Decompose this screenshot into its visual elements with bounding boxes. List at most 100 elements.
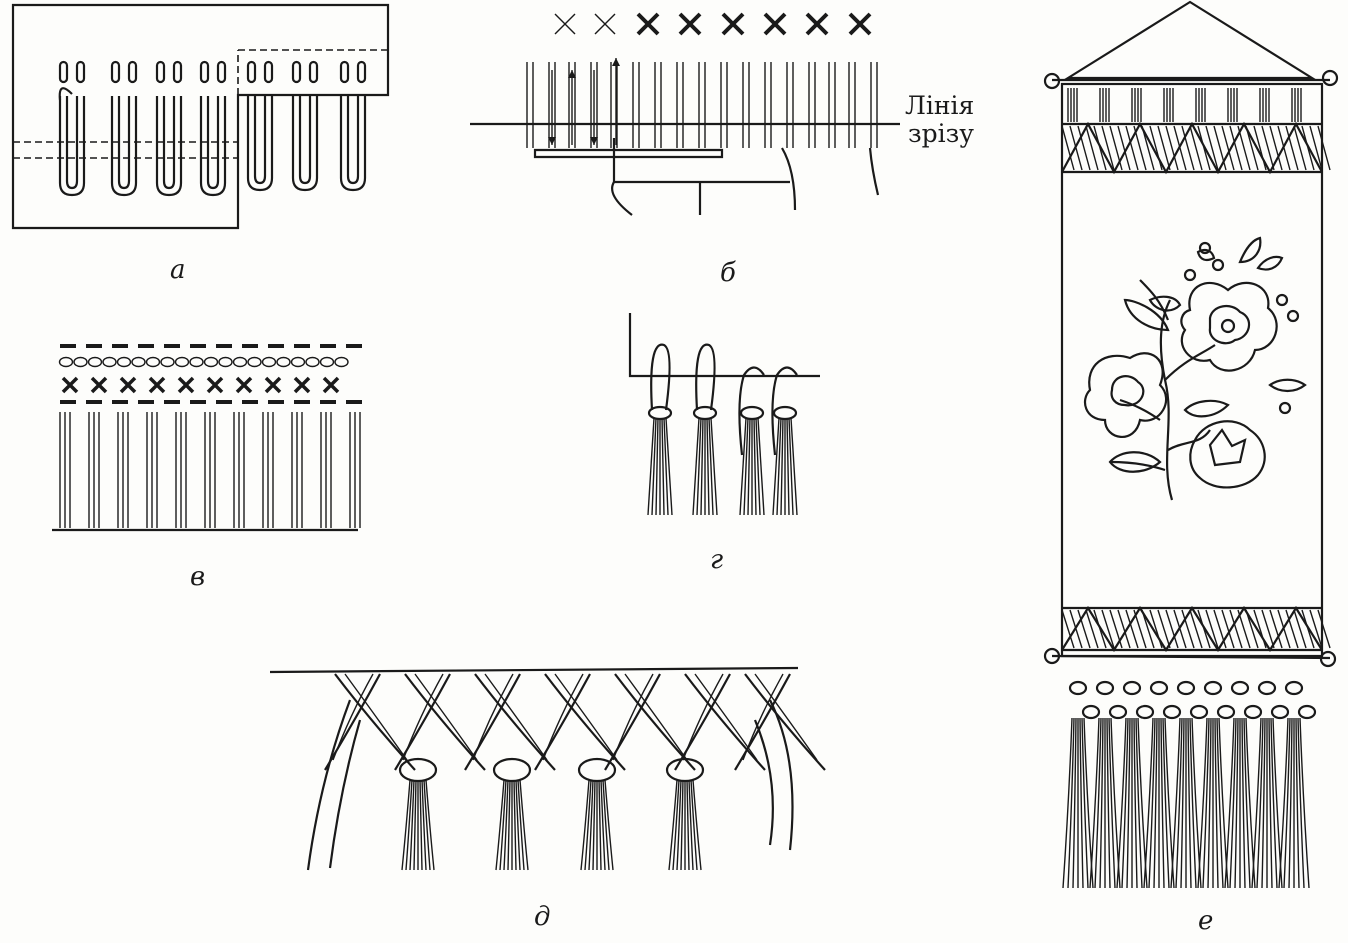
loop-a (248, 96, 272, 190)
braid-d (535, 674, 590, 770)
braid-d-fine (555, 674, 617, 760)
tassel-e (1063, 718, 1072, 888)
tassel-g (707, 418, 709, 515)
loop-a-start (60, 88, 72, 100)
loop-a-top (157, 62, 164, 82)
loop-a-top (310, 62, 317, 82)
knot-e (1164, 706, 1180, 718)
cut-line-label-2: зрізу (905, 120, 974, 148)
knot-d (400, 759, 436, 781)
loop-a (341, 96, 365, 190)
bead-row-v (277, 358, 290, 367)
knot-e (1245, 706, 1261, 718)
bead-row-v (74, 358, 87, 367)
tassel-e (1144, 718, 1153, 888)
bead-row-v (335, 358, 348, 367)
label-b: б (720, 258, 736, 288)
knot-d (494, 759, 530, 781)
tassel-g (787, 418, 789, 515)
loop-a (60, 96, 84, 195)
knot-e (1110, 706, 1126, 718)
bead-row-v (60, 358, 73, 367)
panel-b-drawing (470, 14, 900, 215)
thread-b-tail (870, 148, 878, 195)
tassel-e (1198, 718, 1207, 888)
bead-row-v (263, 358, 276, 367)
tassel-g (662, 418, 664, 515)
tassel-g (656, 418, 658, 515)
knot-e (1232, 682, 1248, 694)
loop-a-inner (255, 96, 265, 183)
label-a: а (170, 255, 186, 285)
tassel-d (681, 780, 683, 870)
bead-row-v (306, 358, 319, 367)
tassel-e (1252, 718, 1261, 888)
knot-e (1272, 706, 1288, 718)
braid-d (605, 674, 660, 770)
loop-a-top (60, 62, 67, 82)
braid-d (735, 674, 790, 770)
bead-row-v (321, 358, 334, 367)
bead-row-v (132, 358, 145, 367)
braid-d (325, 674, 380, 770)
loop-g (651, 345, 669, 410)
loop-a-top (265, 62, 272, 82)
tassel-e (1171, 718, 1180, 888)
bead-row-v (248, 358, 261, 367)
loop-a-inner (300, 96, 310, 183)
tassel-d (593, 780, 595, 870)
panel-e-drawing (1045, 2, 1337, 888)
bead-row-v (190, 358, 203, 367)
knot-e (1137, 706, 1153, 718)
loop-a-top (201, 62, 208, 82)
panel-d-drawing (270, 668, 825, 870)
tassel-d-edge (755, 720, 773, 845)
knot-g (649, 407, 671, 419)
knot-g (774, 407, 796, 419)
thread-b-tail (782, 148, 795, 210)
floral-motif (1085, 238, 1305, 500)
tassel-e (1117, 718, 1126, 888)
knot-g (741, 407, 763, 419)
label-v: в (190, 562, 205, 592)
panel-a-drawing (13, 5, 388, 228)
bead-row-v (161, 358, 174, 367)
bead-row-v (292, 358, 305, 367)
knot-e (1124, 682, 1140, 694)
loop-a (293, 96, 317, 190)
bead-row-v (205, 358, 218, 367)
cut-line-label: Лінія зрізу (905, 92, 974, 148)
knot-e (1083, 706, 1099, 718)
knot-d (667, 759, 703, 781)
braid-d (465, 674, 520, 770)
braid-d-fine (415, 674, 477, 760)
bead-row-v (89, 358, 102, 367)
bead-row-v (147, 358, 160, 367)
loop-a-inner (348, 96, 358, 183)
knot-e (1259, 682, 1275, 694)
knot-e (1151, 682, 1167, 694)
loop-a-top (77, 62, 84, 82)
tassel-d-edge (770, 700, 793, 850)
tassel-d (420, 780, 422, 870)
knot-d (579, 759, 615, 781)
tassel-d (414, 780, 416, 870)
tassel-d (599, 780, 601, 870)
braid-d-fine (625, 674, 687, 760)
knot-e (1218, 706, 1234, 718)
arrow-head-b (612, 58, 620, 66)
cut-line-label-1: Лінія (905, 92, 974, 120)
tassel-e (1300, 718, 1309, 888)
loop-a-top (341, 62, 348, 82)
braid-d (395, 674, 450, 770)
tassel-d (514, 780, 516, 870)
loop-a-top (174, 62, 181, 82)
tassel-d (508, 780, 510, 870)
knot-e (1070, 682, 1086, 694)
loop-a (112, 96, 136, 195)
braid-d-fine (485, 674, 547, 760)
tassel-g (754, 418, 756, 515)
tassel-g (701, 418, 703, 515)
